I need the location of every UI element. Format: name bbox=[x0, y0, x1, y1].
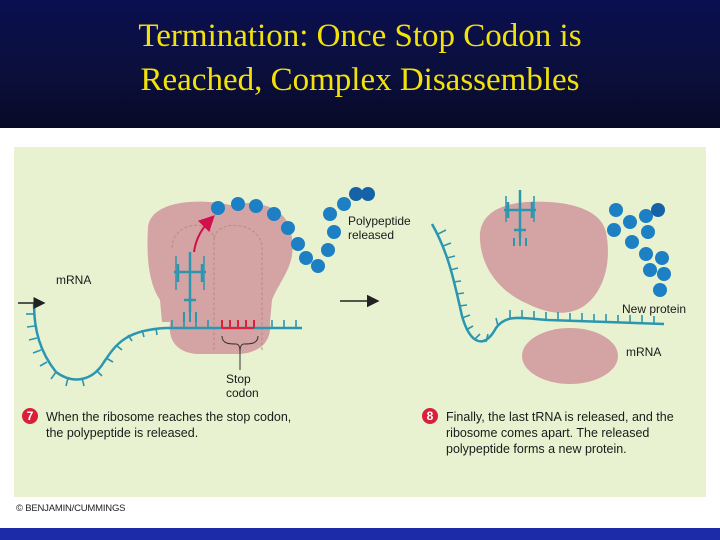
stop-codon-label-line-2: codon bbox=[226, 386, 259, 400]
trna-icon bbox=[174, 252, 206, 322]
stop-codon-label-line-1: Stop bbox=[226, 372, 251, 386]
stop-codon-marker bbox=[221, 320, 255, 329]
release-arrow-icon bbox=[193, 215, 215, 253]
copyright-notice: © BENJAMIN/CUMMINGS bbox=[16, 503, 126, 514]
polypeptide-chain-left bbox=[211, 187, 375, 273]
ribosome-large-subunit bbox=[147, 201, 293, 322]
footer-bar bbox=[0, 528, 720, 540]
step-8-badge bbox=[422, 408, 438, 424]
polypeptide-label-line-1: Polypeptide bbox=[348, 214, 411, 228]
new-protein-chain bbox=[607, 203, 671, 297]
mrna-label-right: mRNA bbox=[626, 345, 661, 359]
title-banner: Termination: Once Stop Codon is Reached,… bbox=[0, 0, 720, 128]
step-8-text-line-2: ribosome comes apart. The released bbox=[446, 426, 649, 440]
step-8-number: 8 bbox=[427, 409, 434, 423]
step-7-caption: 7 When the ribosome reaches the stop cod… bbox=[22, 408, 291, 440]
title-line-1: Termination: Once Stop Codon is bbox=[138, 18, 582, 54]
step-7-text-line-1: When the ribosome reaches the stop codon… bbox=[46, 410, 291, 424]
step-7-text-line-2: the polypeptide is released. bbox=[46, 426, 198, 440]
slide-title: Termination: Once Stop Codon is Reached,… bbox=[0, 14, 720, 102]
step-7-number: 7 bbox=[27, 409, 34, 423]
ribosome-complex bbox=[147, 201, 293, 354]
step-8-text-line-3: polypeptide forms a new protein. bbox=[446, 442, 627, 456]
ribosome-small-subunit bbox=[169, 322, 271, 354]
released-trna-icon bbox=[504, 190, 536, 246]
large-subunit-released bbox=[479, 201, 608, 313]
polypeptide-label-line-2: released bbox=[348, 228, 394, 242]
step-7-badge bbox=[22, 408, 38, 424]
step-8-text-line-1: Finally, the last tRNA is released, and … bbox=[446, 410, 674, 424]
new-protein-label: New protein bbox=[622, 302, 686, 316]
ribosome-site-outline bbox=[171, 224, 263, 350]
small-subunit-released bbox=[522, 328, 618, 384]
step-8-caption: 8 Finally, the last tRNA is released, an… bbox=[422, 408, 674, 456]
mrna-strand-left bbox=[26, 303, 302, 387]
mrna-label-left: mRNA bbox=[56, 273, 91, 287]
mrna-strand-right bbox=[430, 223, 665, 343]
title-line-2: Reached, Complex Disassembles bbox=[140, 62, 580, 98]
